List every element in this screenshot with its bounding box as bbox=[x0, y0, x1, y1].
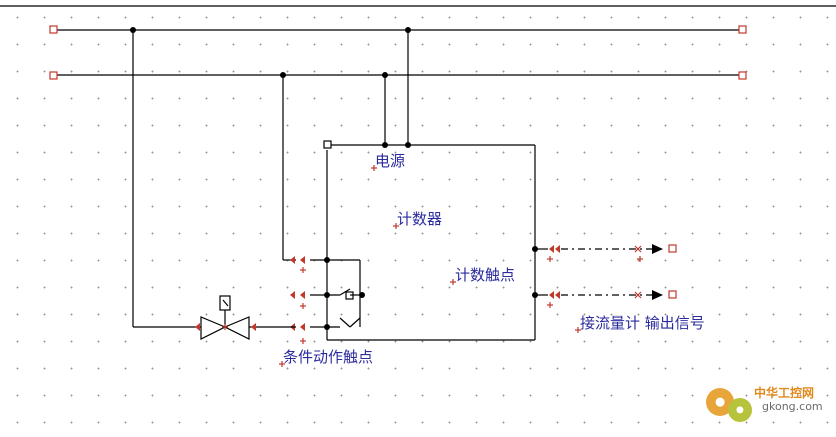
output-terminal-2[interactable] bbox=[668, 290, 677, 299]
junction-nodes bbox=[130, 27, 538, 330]
condition-contact-label: 条件动作触点 bbox=[283, 348, 374, 366]
condition-contacts[interactable] bbox=[290, 256, 362, 344]
counter-corner-terminal[interactable] bbox=[323, 140, 332, 149]
power-bus-lines bbox=[49, 25, 747, 80]
power-label: 电源 bbox=[375, 152, 406, 170]
counter-contact-label: 计数触点 bbox=[455, 266, 516, 284]
watermark-url: gkong.com bbox=[762, 400, 823, 413]
bus2-right-terminal[interactable] bbox=[738, 71, 747, 80]
bus2-left-terminal[interactable] bbox=[49, 71, 58, 80]
counter-label: 计数器 bbox=[397, 210, 443, 228]
output-signal-label: 接流量计 输出信号 bbox=[580, 314, 705, 332]
output-terminal-1[interactable] bbox=[668, 244, 677, 253]
bus1-right-terminal[interactable] bbox=[738, 25, 747, 34]
output-signal-lines[interactable] bbox=[535, 244, 677, 308]
gear-icon-small bbox=[728, 398, 752, 422]
watermark-title: 中华工控网 bbox=[754, 386, 815, 400]
contact-pins bbox=[290, 256, 306, 344]
label-anchors bbox=[279, 165, 581, 367]
gkong-watermark: 中华工控网 gkong.com bbox=[700, 380, 830, 430]
counter-box[interactable] bbox=[323, 140, 536, 341]
solenoid-valve[interactable] bbox=[195, 295, 296, 340]
bus1-left-terminal[interactable] bbox=[49, 25, 58, 34]
